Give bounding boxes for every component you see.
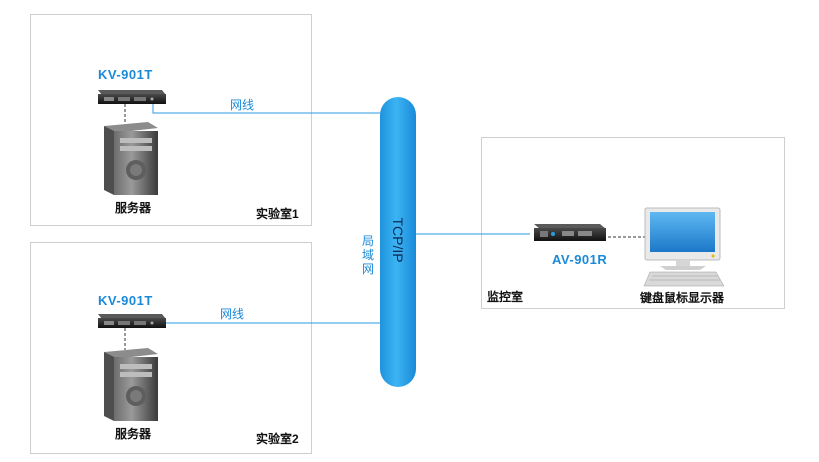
kvm-receiver-icon xyxy=(534,224,606,241)
lab2-room-label: 实验室2 xyxy=(256,432,299,446)
network-bus xyxy=(380,97,416,387)
lab1-room xyxy=(30,14,312,226)
monitor-keyboard-icon xyxy=(643,207,725,287)
kvm-transmitter-icon xyxy=(98,314,166,328)
lab2-room xyxy=(30,242,312,454)
lab2-device-label: 服务器 xyxy=(115,427,152,441)
server-tower-icon xyxy=(104,348,158,421)
monitor-room xyxy=(481,137,785,309)
receiver-label: AV-901R xyxy=(552,252,608,267)
network-lan-label: 局域网 xyxy=(362,234,375,276)
lab2-transmitter-label: KV-901T xyxy=(98,293,153,308)
cable-lab1 xyxy=(152,104,380,114)
server-tower-icon xyxy=(104,122,158,195)
lab1-room-label: 实验室1 xyxy=(256,207,299,221)
kvm-transmitter-icon xyxy=(98,90,166,104)
lab1-transmitter-label: KV-901T xyxy=(98,67,153,82)
lab1-link-label: 网线 xyxy=(230,98,255,112)
network-protocol-label: TCP/IP xyxy=(390,217,406,263)
monitor-room-label: 监控室 xyxy=(487,290,524,304)
lab2-link-label: 网线 xyxy=(220,307,245,321)
monitor-device-label: 键盘鼠标显示器 xyxy=(640,291,725,305)
lab1-device-label: 服务器 xyxy=(115,201,152,215)
